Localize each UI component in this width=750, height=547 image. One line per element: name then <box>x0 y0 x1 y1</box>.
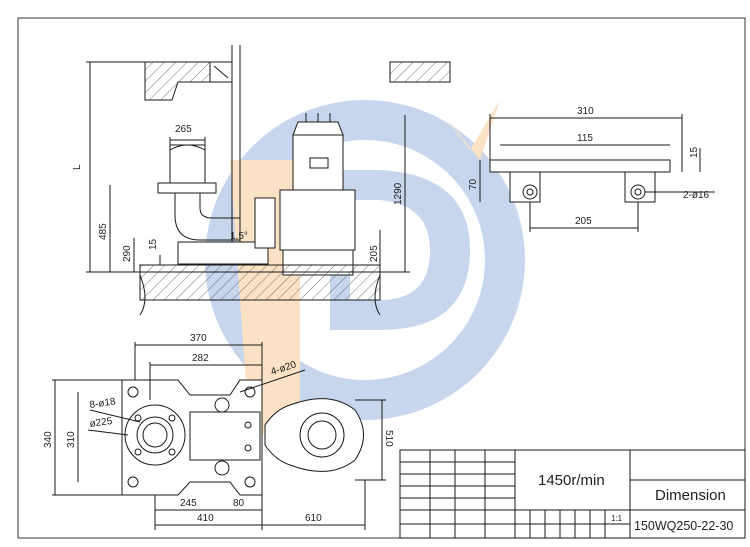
dim-485: 485 <box>98 223 109 240</box>
rail-dim-205: 205 <box>575 216 592 227</box>
plan-dim-370: 370 <box>190 333 207 344</box>
plan-bolt-circle: ø225 <box>89 416 114 430</box>
dim-L: L <box>72 164 83 170</box>
top-slab-left <box>144 61 211 101</box>
pump-outline <box>264 398 364 472</box>
rail-dim-70: 70 <box>468 178 479 190</box>
rail-holes: 2-ø16 <box>683 190 710 201</box>
side-view-labels: L 265 485 290 15 1290 205 1.5° <box>72 124 404 262</box>
dim-1290: 1290 <box>393 182 404 205</box>
plan-view-labels: 370 282 340 310 510 245 80 410 610 4-ø20… <box>43 333 394 524</box>
plan-view <box>52 342 386 530</box>
plan-dim-510: 510 <box>383 430 394 447</box>
rail-dim-310: 310 <box>577 106 594 117</box>
title-block-text: 1450r/min Dimension 1:1 150WQ250-22-30 <box>538 472 733 533</box>
dim-290: 290 <box>122 245 133 262</box>
model-number: 150WQ250-22-30 <box>634 519 733 533</box>
plan-dim-410: 410 <box>197 513 214 524</box>
plan-holes-18: 8-ø18 <box>89 396 117 411</box>
plan-dim-340: 340 <box>43 431 54 448</box>
rail-bar <box>489 159 671 173</box>
plan-dim-80: 80 <box>233 498 245 509</box>
title-block <box>399 449 746 539</box>
drawing-frame <box>17 17 746 539</box>
discharge-flange <box>124 404 186 466</box>
pump-volute <box>279 189 356 251</box>
plan-dim-282: 282 <box>192 353 209 364</box>
speed-label: 1450r/min <box>538 472 605 489</box>
base-plate <box>177 241 269 265</box>
rail-view-labels: 310 115 15 70 205 2-ø16 <box>468 106 710 227</box>
rail-dim-15: 15 <box>689 146 700 158</box>
rail-view <box>479 114 715 232</box>
pump-motor <box>292 134 344 191</box>
floor-slab <box>139 264 381 301</box>
dim-15: 15 <box>148 238 159 250</box>
plan-dim-245: 245 <box>180 498 197 509</box>
rail-hole-left <box>522 184 538 200</box>
discharge-pipe <box>169 144 206 186</box>
rail-dim-115: 115 <box>577 133 593 144</box>
rail-hole-right <box>630 184 646 200</box>
speed-unit: r/min <box>571 472 604 489</box>
dim-265: 265 <box>175 124 192 135</box>
speed-value: 1450 <box>538 472 571 489</box>
plan-dim-310: 310 <box>66 431 77 448</box>
dim-205: 205 <box>369 245 380 262</box>
plan-dim-610: 610 <box>305 513 322 524</box>
drawing-scale: 1:1 <box>611 514 623 523</box>
top-slab-right <box>389 61 451 83</box>
drawing-title: Dimension <box>655 487 726 504</box>
elbow-pipe <box>174 193 240 241</box>
slope-label: 1.5° <box>230 231 248 242</box>
pump-impeller <box>299 412 345 458</box>
side-view <box>86 45 451 316</box>
